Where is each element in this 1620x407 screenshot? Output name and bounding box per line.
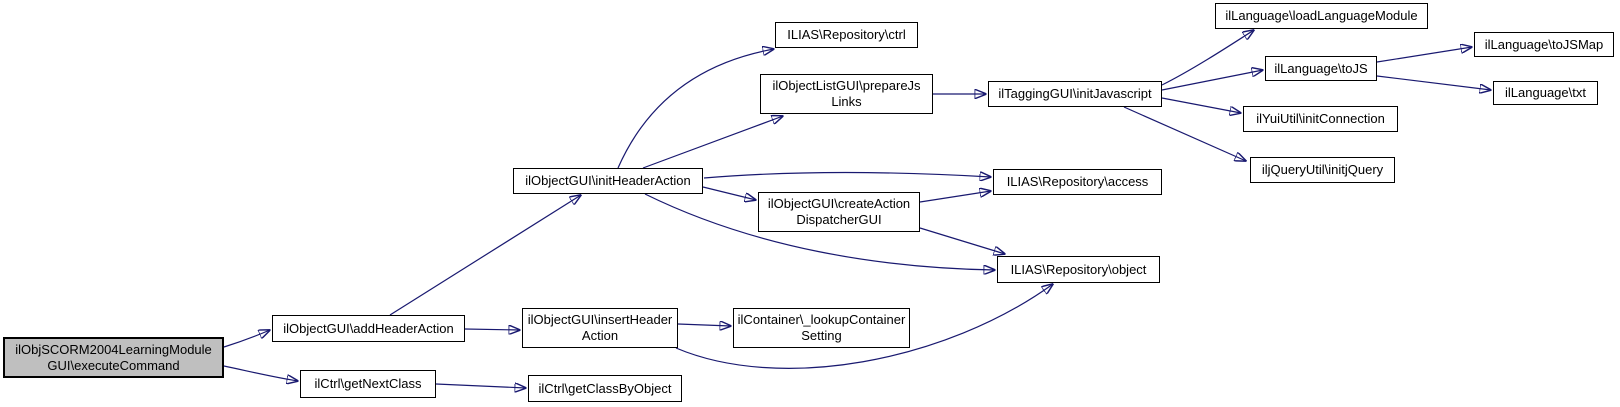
node-init-connection[interactable]: ilYuiUtil\initConnection (1243, 106, 1398, 132)
node-repository-ctrl[interactable]: ILIAS\Repository\ctrl (775, 22, 918, 48)
edge-execute-command-to-add-header-action (223, 330, 270, 348)
node-prepare-js-links[interactable]: ilObjectListGUI\prepareJs Links (760, 74, 933, 114)
edge-init-header-action-to-create-action-dispatcher-gui (702, 186, 756, 200)
edge-get-next-class-to-get-class-by-object (435, 384, 526, 388)
edge-init-header-action-to-repository-ctrl (617, 49, 774, 169)
edge-init-javascript-to-initjquery (1123, 106, 1246, 161)
edge-insert-header-action-to-repository-object (675, 284, 1053, 369)
edge-add-header-action-to-init-header-action (389, 195, 581, 316)
node-repository-object[interactable]: ILIAS\Repository\object (997, 256, 1160, 283)
node-lookup-container-setting[interactable]: ilContainer\_lookupContainer Setting (733, 308, 910, 348)
node-initjquery[interactable]: iljQueryUtil\initjQuery (1250, 157, 1395, 183)
edge-init-header-action-to-repository-access (703, 173, 991, 178)
edge-init-header-action-to-prepare-js-links (642, 116, 783, 169)
node-init-header-action[interactable]: ilObjectGUI\initHeaderAction (513, 168, 703, 194)
node-repository-access[interactable]: ILIAS\Repository\access (993, 169, 1162, 195)
node-to-js[interactable]: ilLanguage\toJS (1265, 56, 1377, 81)
node-insert-header-action[interactable]: ilObjectGUI\insertHeader Action (522, 308, 678, 348)
node-get-next-class[interactable]: ilCtrl\getNextClass (300, 370, 436, 398)
edge-insert-header-action-to-lookup-container-setting (677, 324, 731, 326)
edge-create-action-dispatcher-gui-to-repository-access (919, 191, 991, 203)
node-txt[interactable]: ilLanguage\txt (1493, 81, 1598, 105)
edge-create-action-dispatcher-gui-to-repository-object (919, 227, 1005, 254)
edge-init-javascript-to-load-language-module (1161, 30, 1254, 86)
node-to-js-map[interactable]: ilLanguage\toJSMap (1474, 32, 1614, 57)
node-get-class-by-object[interactable]: ilCtrl\getClassByObject (528, 375, 682, 402)
edge-init-javascript-to-to-js (1161, 70, 1263, 91)
edge-add-header-action-to-insert-header-action (464, 329, 520, 330)
edge-to-js-to-to-js-map (1376, 47, 1472, 63)
node-load-language-module[interactable]: ilLanguage\loadLanguageModule (1215, 3, 1428, 29)
node-create-action-dispatcher-gui[interactable]: ilObjectGUI\createAction DispatcherGUI (758, 192, 920, 232)
node-init-javascript[interactable]: ilTaggingGUI\initJavascript (988, 81, 1162, 107)
edge-execute-command-to-get-next-class (223, 365, 298, 381)
node-execute-command: ilObjSCORM2004LearningModule GUI\execute… (3, 337, 224, 378)
edge-init-header-action-to-repository-object (644, 193, 995, 270)
edge-to-js-to-txt (1376, 75, 1491, 90)
edge-init-javascript-to-init-connection (1161, 97, 1241, 113)
node-add-header-action[interactable]: ilObjectGUI\addHeaderAction (272, 315, 465, 342)
